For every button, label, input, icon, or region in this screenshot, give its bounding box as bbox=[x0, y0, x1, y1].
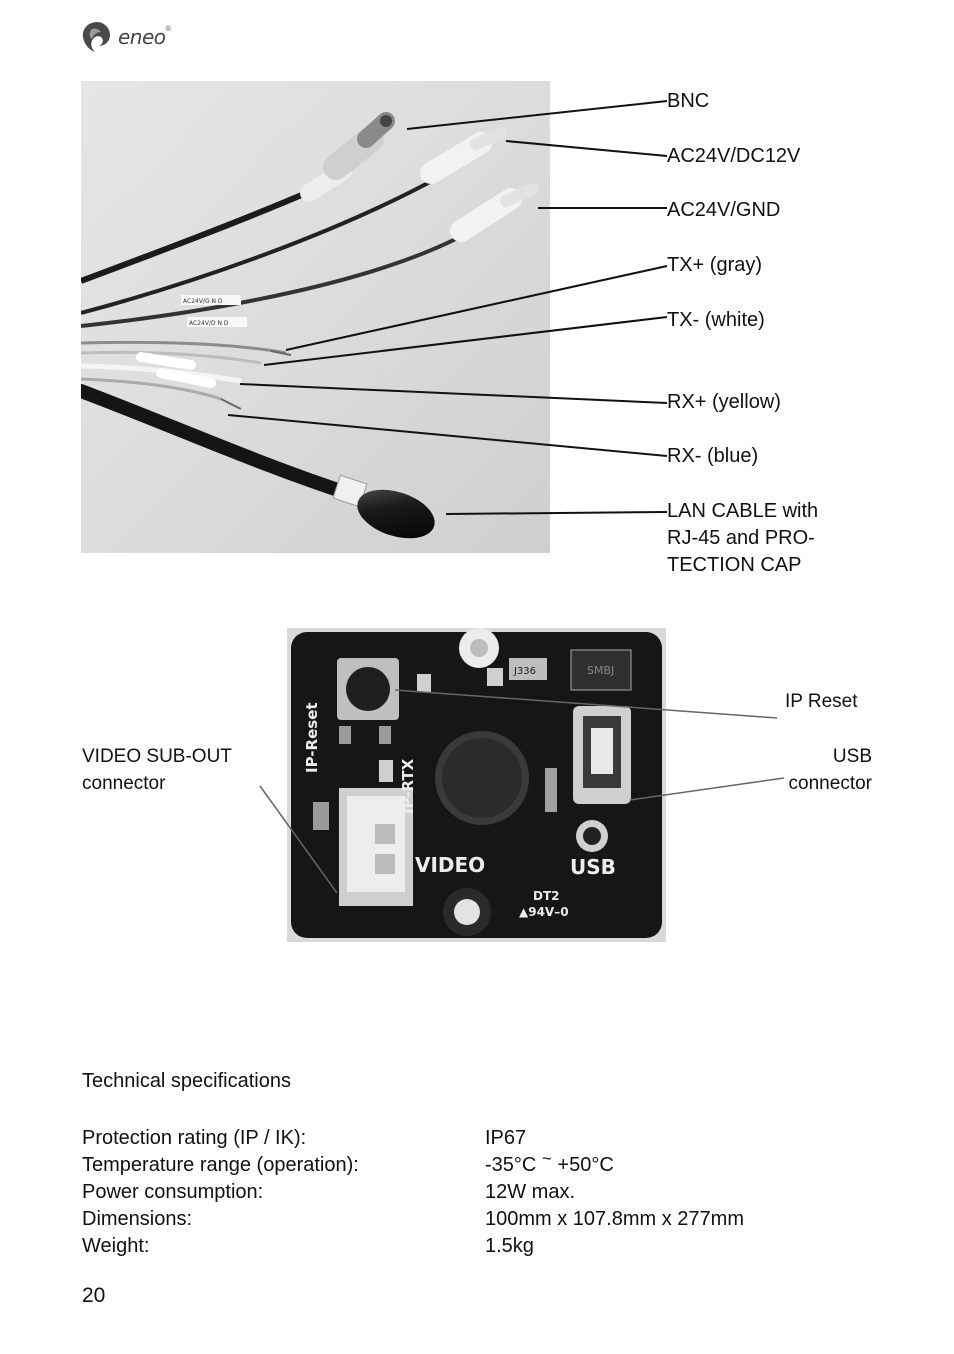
label-video-sub-out: VIDEO SUB-OUT connector bbox=[82, 743, 232, 797]
label-video-sub-out-line-2: connector bbox=[82, 773, 166, 794]
label-ac24v-gnd: AC24V/GND bbox=[667, 199, 781, 221]
cable-tag-1: AC24V/G N D bbox=[183, 298, 223, 305]
spec-value-high: +50°C bbox=[551, 1154, 614, 1176]
page-number: 20 bbox=[82, 1284, 106, 1307]
circuit-board-photo: J336 SMBJ IP-Reset IP-RTX VIDEO USB DT2 … bbox=[287, 628, 666, 942]
silk-ip-reset: IP-Reset bbox=[303, 702, 321, 773]
silk-video: VIDEO bbox=[415, 853, 485, 877]
label-video-sub-out-line-1: VIDEO SUB-OUT bbox=[82, 746, 232, 767]
spec-value: -35°C ~ +50°C bbox=[485, 1149, 614, 1179]
spec-value: IP67 bbox=[485, 1127, 527, 1149]
spec-label: Protection rating (IP / IK): bbox=[82, 1127, 307, 1149]
spec-row-power: Power consumption: 12W max. bbox=[82, 1179, 744, 1206]
label-lan-cable-line-3: TECTION CAP bbox=[667, 554, 802, 576]
label-tx-minus: TX- (white) bbox=[667, 309, 765, 331]
spec-label: Dimensions: bbox=[82, 1208, 193, 1230]
label-rx-minus: RX- (blue) bbox=[667, 445, 759, 467]
label-ip-reset: IP Reset bbox=[785, 691, 858, 712]
brand-logo: eneo ® bbox=[80, 20, 171, 54]
silk-dt2: DT2 bbox=[533, 889, 560, 903]
eneo-swirl-icon bbox=[82, 22, 110, 52]
label-rx-plus: RX+ (yellow) bbox=[667, 391, 781, 413]
spec-value-low: -35°C bbox=[485, 1154, 542, 1176]
spec-row-temperature: Temperature range (operation): -35°C ~ +… bbox=[82, 1149, 744, 1179]
silk-ip-rtx: IP-RTX bbox=[399, 758, 417, 814]
spec-value: 100mm x 107.8mm x 277mm bbox=[485, 1208, 744, 1230]
silk-usb: USB bbox=[570, 855, 616, 879]
spec-label: Temperature range (operation): bbox=[82, 1154, 359, 1176]
spec-label: Weight: bbox=[82, 1235, 150, 1257]
spec-value: 12W max. bbox=[485, 1181, 576, 1203]
spec-row-weight: Weight: 1.5kg bbox=[82, 1233, 744, 1260]
label-tx-plus: TX+ (gray) bbox=[667, 254, 763, 276]
spec-value: 1.5kg bbox=[485, 1235, 534, 1257]
label-lan-cable-line-2: RJ-45 and PRO- bbox=[667, 527, 815, 549]
spec-row-protection: Protection rating (IP / IK): IP67 bbox=[82, 1125, 744, 1152]
brand-name: eneo bbox=[118, 25, 166, 49]
cable-assembly-photo: AC24V/G N D AC24V/D N D bbox=[81, 81, 550, 553]
label-lan-cable-line-1: LAN CABLE with bbox=[667, 500, 819, 522]
spec-value-tilde: ~ bbox=[541, 1149, 552, 1168]
silk-j336: J336 bbox=[513, 666, 536, 677]
registered-mark: ® bbox=[165, 25, 171, 33]
label-usb-line-2: connector bbox=[788, 773, 872, 794]
specs-table: Protection rating (IP / IK): IP67 Temper… bbox=[82, 1125, 744, 1260]
silk-rating: ▲94V–0 bbox=[519, 905, 569, 919]
spec-label: Power consumption: bbox=[82, 1181, 264, 1203]
label-ac24v-dc12v: AC24V/DC12V bbox=[667, 145, 801, 167]
cable-tag-2: AC24V/D N D bbox=[189, 320, 229, 327]
spec-row-dimensions: Dimensions: 100mm x 107.8mm x 277mm bbox=[82, 1206, 744, 1233]
label-lan-cable: LAN CABLE with RJ-45 and PRO- TECTION CA… bbox=[667, 498, 818, 579]
label-usb-line-1: USB bbox=[832, 746, 872, 767]
specs-title: Technical specifications bbox=[82, 1070, 291, 1092]
silk-smbj: SMBJ bbox=[587, 664, 614, 677]
label-bnc: BNC bbox=[667, 90, 710, 112]
label-usb: USB connector bbox=[762, 743, 872, 797]
